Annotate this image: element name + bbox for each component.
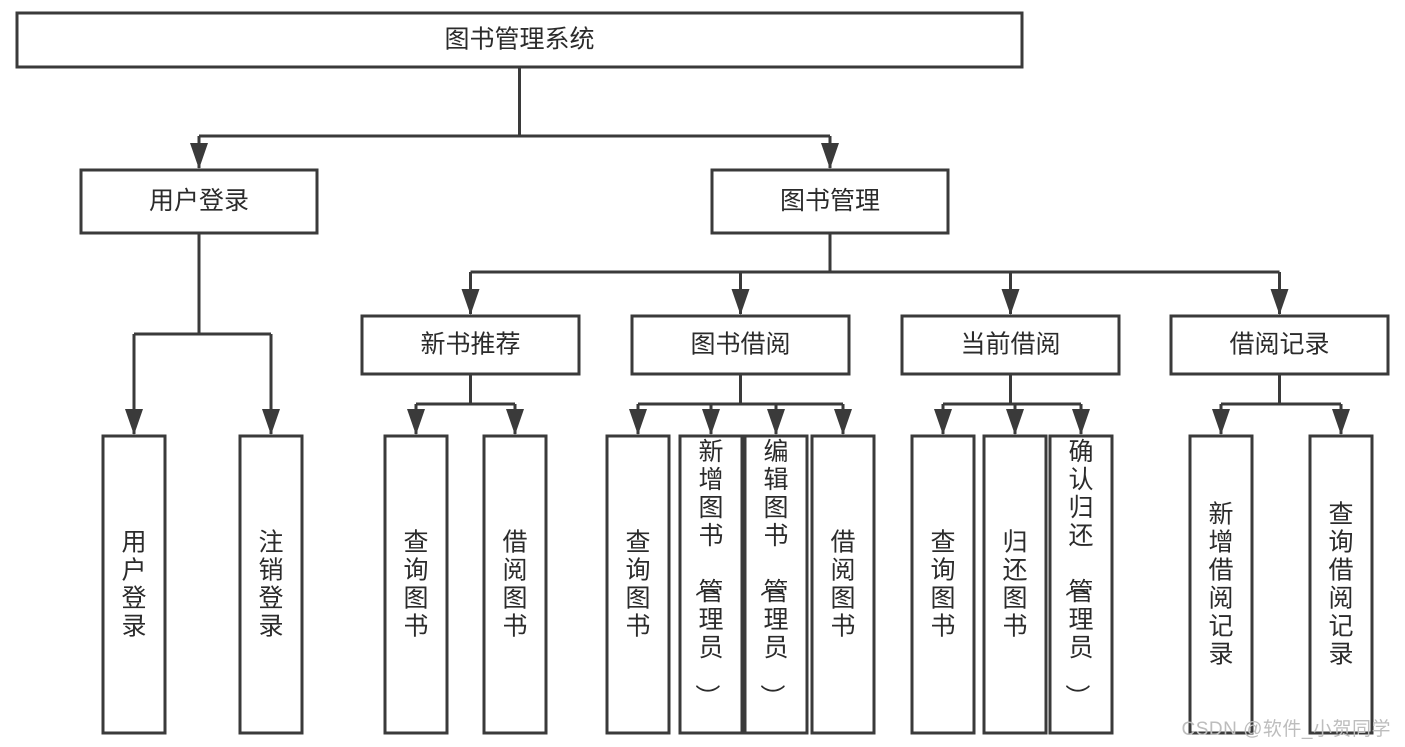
leaf-node-rect <box>482 434 548 735</box>
arrow-head-icon <box>629 409 647 435</box>
level2-node[interactable]: 图书管理 <box>710 168 950 235</box>
leaf-node-rect <box>1308 434 1374 735</box>
node-layer: 图书管理系统用户登录图书管理新书推荐图书借阅当前借阅借阅记录用户登录注销登录查询… <box>15 11 1390 735</box>
level3-node-rect <box>630 314 851 376</box>
leaf-node-rect <box>743 434 809 735</box>
leaf-node[interactable]: 查询图书 <box>910 434 976 735</box>
leaf-node-label: 借阅图书 <box>502 528 527 640</box>
leaf-node[interactable]: 查询图书 <box>605 434 671 735</box>
level2-node[interactable]: 用户登录 <box>79 168 319 235</box>
arrow-head-icon <box>506 409 524 435</box>
leaf-node-rect <box>238 434 304 735</box>
leaf-node-rect <box>101 434 167 735</box>
level3-node-label: 新书推荐 <box>420 331 520 359</box>
leaf-node-rect <box>910 434 976 735</box>
leaf-node[interactable]: 确认归还（管理员） <box>1048 434 1114 735</box>
level2-node-rect <box>710 168 950 235</box>
arrow-head-icon <box>190 143 208 169</box>
leaf-node-rect <box>810 434 876 735</box>
leaf-node-label: 归还图书 <box>1002 528 1027 640</box>
arrow-head-icon <box>1332 409 1350 435</box>
arrow-head-icon <box>702 409 720 435</box>
arrow-head-icon <box>834 409 852 435</box>
leaf-node-label: 用户登录 <box>121 528 146 640</box>
leaf-node-label: 新增借阅记录 <box>1208 500 1233 668</box>
leaf-node-label: 查询借阅记录 <box>1328 500 1353 668</box>
leaf-node[interactable]: 编辑图书（管理员） <box>743 434 809 735</box>
leaf-node[interactable]: 归还图书 <box>982 434 1048 735</box>
root-node-rect <box>15 11 1024 69</box>
level3-node-rect <box>360 314 581 376</box>
leaf-node-rect <box>982 434 1048 735</box>
root-node[interactable]: 图书管理系统 <box>15 11 1024 69</box>
leaf-node[interactable]: 新增借阅记录 <box>1188 434 1254 735</box>
level3-node-label: 借阅记录 <box>1229 331 1329 359</box>
leaf-node-label: 确认归还（管理员） <box>1062 438 1093 709</box>
level3-node[interactable]: 当前借阅 <box>900 314 1121 376</box>
level3-node[interactable]: 图书借阅 <box>630 314 851 376</box>
connector-layer <box>125 67 1350 435</box>
leaf-node[interactable]: 借阅图书 <box>810 434 876 735</box>
level2-node-label: 图书管理 <box>780 187 880 215</box>
arrow-head-icon <box>407 409 425 435</box>
leaf-node-rect <box>1188 434 1254 735</box>
arrow-head-icon <box>262 409 280 435</box>
leaf-node[interactable]: 注销登录 <box>238 434 304 735</box>
leaf-node-label: 查询图书 <box>930 528 955 640</box>
leaf-node-rect <box>605 434 671 735</box>
level3-node-rect <box>1169 314 1390 376</box>
leaf-node-rect <box>678 434 744 735</box>
level3-node-label: 当前借阅 <box>960 331 1060 359</box>
leaf-node-rect <box>383 434 449 735</box>
leaf-node[interactable]: 查询借阅记录 <box>1308 434 1374 735</box>
arrow-head-icon <box>1072 409 1090 435</box>
arrow-head-icon <box>821 143 839 169</box>
arrow-head-icon <box>1001 289 1020 315</box>
leaf-node-label: 查询图书 <box>403 528 428 640</box>
level2-node-label: 用户登录 <box>149 187 249 215</box>
leaf-node-label: 新增图书（管理员） <box>692 438 723 709</box>
leaf-node-label: 编辑图书（管理员） <box>757 438 788 709</box>
arrow-head-icon <box>1006 409 1024 435</box>
leaf-node-label: 注销登录 <box>258 528 283 640</box>
arrow-head-icon <box>731 289 750 315</box>
leaf-node[interactable]: 借阅图书 <box>482 434 548 735</box>
arrow-head-icon <box>767 409 785 435</box>
leaf-node-label: 借阅图书 <box>830 528 855 640</box>
root-node-label: 图书管理系统 <box>444 26 594 54</box>
level3-node[interactable]: 新书推荐 <box>360 314 581 376</box>
arrow-head-icon <box>1212 409 1230 435</box>
level3-node-label: 图书借阅 <box>690 331 790 359</box>
leaf-node[interactable]: 新增图书（管理员） <box>678 434 744 735</box>
leaf-node-rect <box>1048 434 1114 735</box>
leaf-node[interactable]: 查询图书 <box>383 434 449 735</box>
level3-node-rect <box>900 314 1121 376</box>
level2-node-rect <box>79 168 319 235</box>
arrow-head-icon <box>125 409 143 435</box>
leaf-node-label: 查询图书 <box>625 528 650 640</box>
arrow-head-icon <box>934 409 952 435</box>
level3-node[interactable]: 借阅记录 <box>1169 314 1390 376</box>
arrow-head-icon <box>1270 289 1289 315</box>
arrow-head-icon <box>461 289 480 315</box>
leaf-node[interactable]: 用户登录 <box>101 434 167 735</box>
